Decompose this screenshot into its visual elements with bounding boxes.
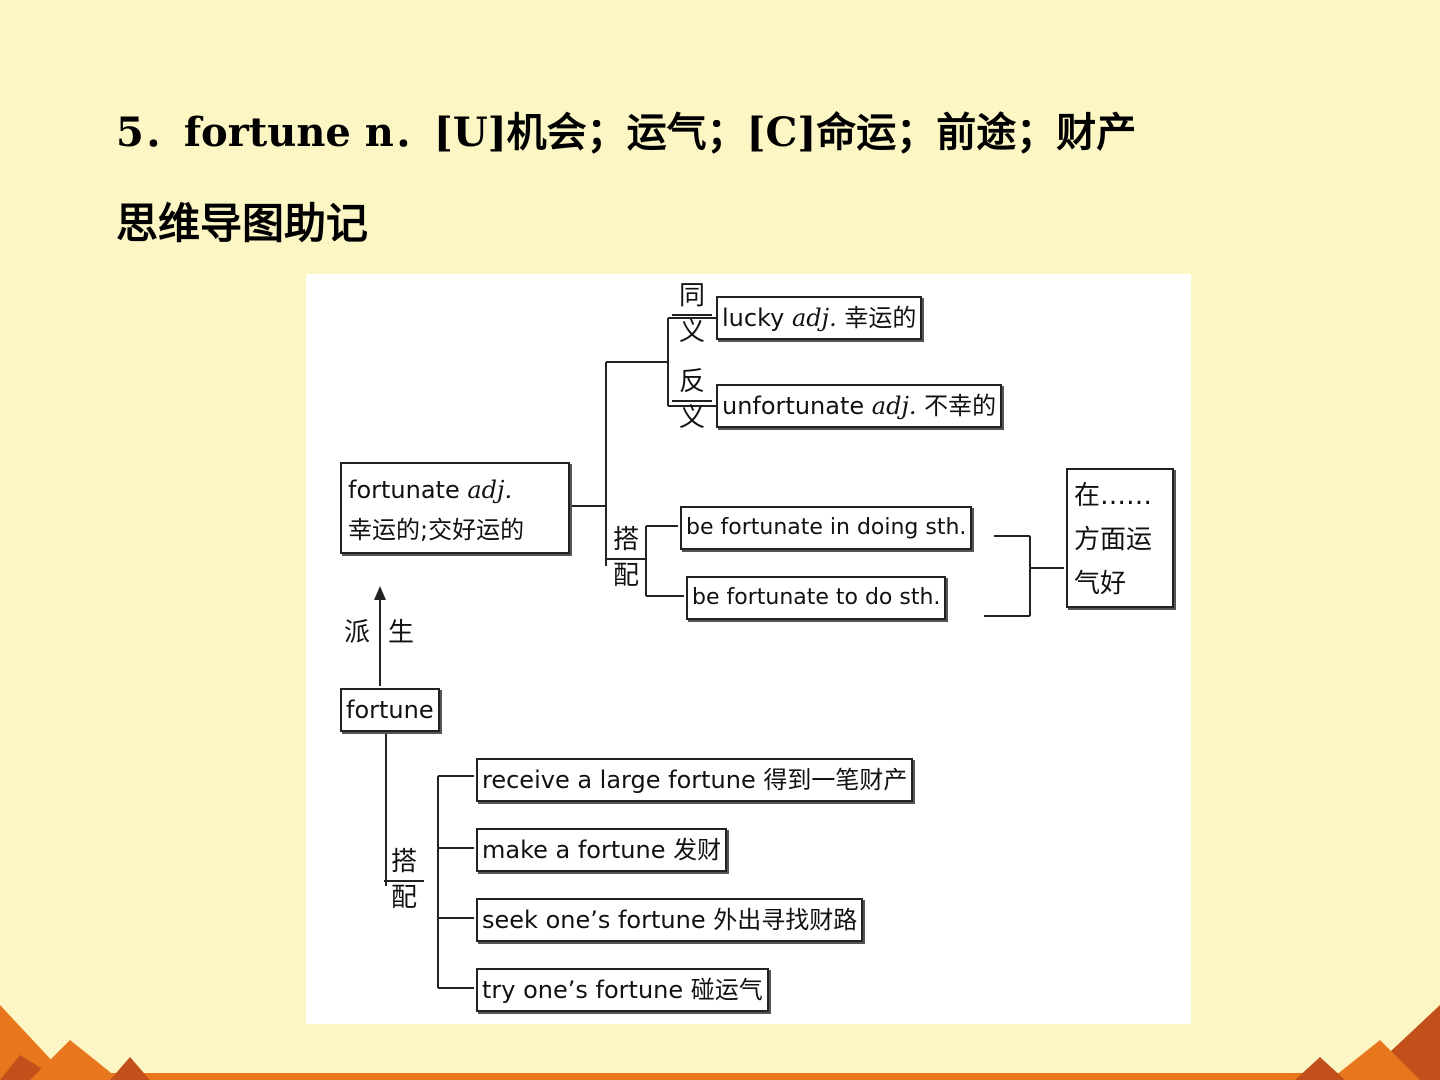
fortune-collocation-1: receive a large fortune 得到一笔财产 [476, 758, 914, 802]
fortunate-collocation-meaning-box: 在…… 方面运 气好 [1066, 468, 1174, 608]
synonym-label-top: 同 [672, 281, 712, 316]
fortune-collocation-label-top: 搭 [384, 847, 424, 882]
antonym-meaning: 不幸的 [924, 392, 997, 420]
derive-label-right: 生 [388, 618, 415, 648]
footer-triangle-right-3 [1295, 1057, 1345, 1080]
antonym-box: unfortunate adj. 不幸的 [716, 384, 1003, 428]
fortunate-collocation-label-top: 搭 [606, 525, 646, 560]
fortune-collocation-2: make a fortune 发财 [476, 828, 728, 872]
synonym-label: 同 义 [672, 281, 712, 348]
slide-heading-1: 5．fortune n．[U]机会；运气；[C]命运；前途；财产 [116, 109, 1137, 156]
derived-word-box: fortunate adj. 幸运的;交好运的 [340, 462, 570, 554]
fortune-collocation-4: try one’s fortune 碰运气 [476, 968, 769, 1012]
fortune-collocation-3: seek one’s fortune 外出寻找财路 [476, 898, 864, 942]
derived-pos: adj. [467, 476, 513, 504]
mind-map-diagram: 同 义 反 义 lucky adj. 幸运的 unfortunate adj. … [306, 274, 1191, 1024]
antonym-word: unfortunate [722, 392, 865, 420]
derived-word: fortunate [348, 476, 460, 504]
fortune-collocation-label: 搭 配 [384, 847, 424, 914]
footer-band [0, 1073, 1440, 1080]
footer-triangle-left-4 [110, 1057, 150, 1080]
synonym-word: lucky [722, 304, 785, 332]
footer-triangle-left-3 [30, 1040, 120, 1080]
antonym-label-bottom: 义 [678, 402, 705, 433]
decorative-footer [0, 1005, 1440, 1080]
footer-triangle-right-2 [1330, 1040, 1420, 1080]
antonym-pos: adj. [871, 392, 917, 420]
fortunate-collocation-1: be fortunate in doing sth. [680, 506, 973, 550]
synonym-meaning: 幸运的 [844, 304, 917, 332]
arrow-head-icon [374, 586, 386, 600]
fortunate-meaning-line3: 气好 [1074, 569, 1127, 599]
fortunate-collocation-2: be fortunate to do sth. [686, 576, 947, 620]
derived-meaning: 幸运的;交好运的 [348, 516, 525, 544]
antonym-label: 反 义 [672, 367, 712, 434]
fortunate-collocation-label-bottom: 配 [612, 560, 639, 591]
synonym-pos: adj. [791, 304, 837, 332]
fortunate-meaning-line2: 方面运 [1074, 525, 1153, 555]
slide-heading-2: 思维导图助记 [116, 199, 369, 248]
fortunate-collocation-label: 搭 配 [606, 525, 646, 592]
derive-label-left: 派 [344, 618, 371, 648]
fortunate-meaning-line1: 在…… [1074, 481, 1153, 511]
antonym-label-top: 反 [672, 367, 712, 402]
synonym-box: lucky adj. 幸运的 [716, 296, 923, 340]
root-word-box: fortune [340, 688, 440, 732]
connector-lines [374, 317, 1064, 989]
fortune-collocation-label-bottom: 配 [390, 882, 417, 913]
synonym-label-bottom: 义 [678, 316, 705, 347]
